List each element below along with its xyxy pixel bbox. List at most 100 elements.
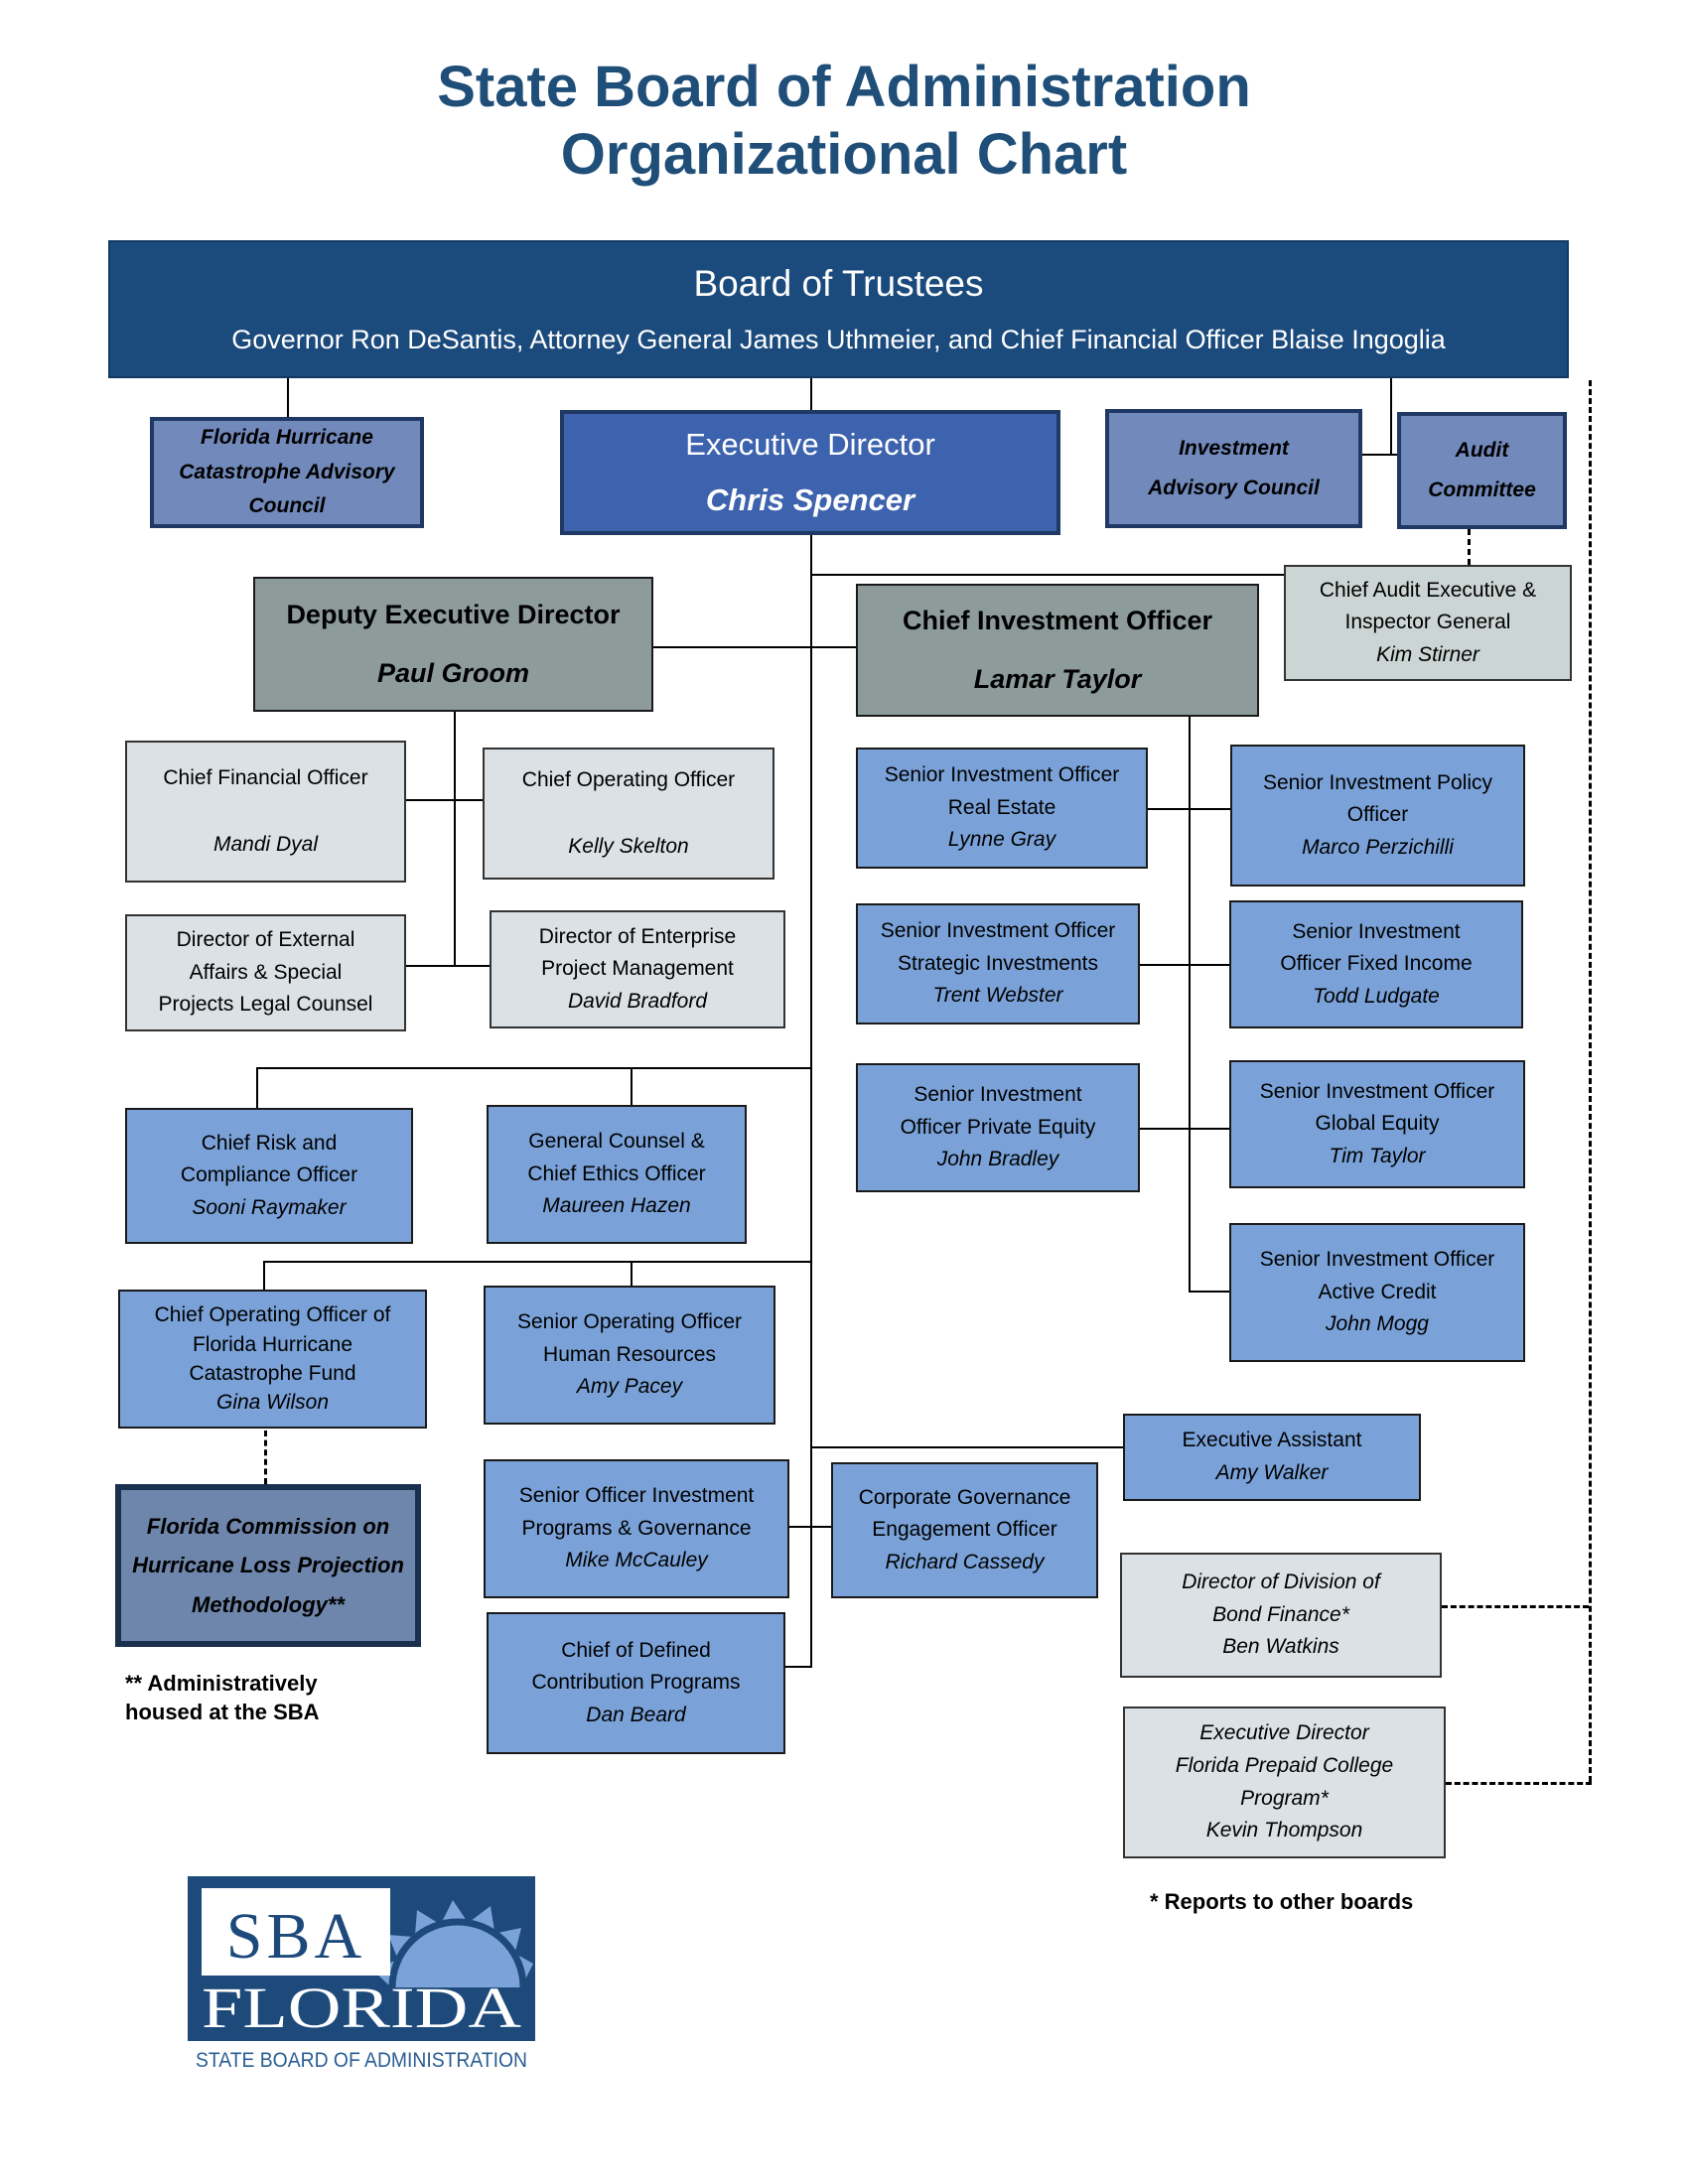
connector — [810, 378, 812, 410]
box-name: Mandi Dyal — [212, 832, 319, 856]
logo-sba-text: SBA — [226, 1900, 365, 1973]
box-line: Human Resources — [543, 1342, 716, 1366]
box-florida-hurricane-catastrophe-advisory-council: Florida Hurricane Catastrophe Advisory C… — [150, 417, 424, 528]
board-of-trustees-members: Governor Ron DeSantis, Attorney General … — [231, 325, 1446, 355]
logo-caption-text: STATE BOARD OF ADMINISTRATION — [196, 2049, 527, 2072]
box-coo-hurricane-catastrophe-fund: Chief Operating Officer of Florida Hurri… — [118, 1290, 427, 1429]
box-line: Florida Prepaid College — [1175, 1753, 1394, 1777]
box-investment-advisory-council: Investment Advisory Council — [1105, 409, 1362, 528]
box-chief-operating-officer: Chief Operating Officer Kelly Skelton — [483, 748, 774, 880]
box-title: Chief Financial Officer — [163, 765, 368, 789]
box-name: Kelly Skelton — [568, 834, 689, 858]
box-line: Chief Risk and — [201, 1131, 338, 1155]
box-sio-fixed-income: Senior Investment Officer Fixed Income T… — [1229, 900, 1523, 1028]
box-line: Senior Investment Officer — [884, 763, 1120, 787]
box-director-bond-finance: Director of Division of Bond Finance* Be… — [1120, 1553, 1442, 1678]
box-line: Executive Assistant — [1182, 1429, 1362, 1452]
box-director-external-affairs: Director of External Affairs & Special P… — [125, 914, 406, 1031]
box-name: Lamar Taylor — [973, 664, 1142, 694]
box-line: Senior Investment Policy — [1262, 770, 1493, 794]
dashed-connector-bond-finance — [1442, 1605, 1589, 1608]
box-title: Executive Director — [685, 427, 935, 463]
box-line: Global Equity — [1315, 1112, 1440, 1136]
box-executive-director: Executive Director Chris Spencer — [560, 410, 1060, 535]
connector — [810, 535, 812, 1668]
box-chief-audit-executive: Chief Audit Executive & Inspector Genera… — [1284, 565, 1572, 681]
dashed-connector-fhcf-to-commission — [264, 1431, 267, 1484]
box-line: Catastrophe Advisory — [179, 460, 395, 483]
box-florida-commission-hurricane-loss: Florida Commission on Hurricane Loss Pro… — [115, 1484, 421, 1647]
box-name: Amy Pacey — [576, 1375, 683, 1399]
box-line: Strategic Investments — [898, 951, 1098, 975]
box-line: Advisory Council — [1148, 477, 1320, 499]
box-line: Active Credit — [1318, 1280, 1437, 1303]
box-name: Todd Ludgate — [1313, 984, 1440, 1008]
box-sio-global-equity: Senior Investment Officer Global Equity … — [1229, 1060, 1525, 1188]
box-line: Director of External — [176, 928, 355, 952]
connector — [406, 799, 483, 801]
connector — [810, 1446, 1123, 1448]
box-sio-strategic-investments: Senior Investment Officer Strategic Inve… — [856, 903, 1140, 1024]
connector — [263, 1261, 810, 1263]
dashed-connector-prepaid — [1446, 1782, 1592, 1785]
connector — [256, 1067, 258, 1108]
box-executive-director-prepaid-college: Executive Director Florida Prepaid Colle… — [1123, 1706, 1446, 1858]
box-name: Chris Spencer — [705, 482, 915, 517]
box-name: Dan Beard — [586, 1703, 686, 1726]
box-line: Projects Legal Counsel — [158, 993, 373, 1017]
box-sio-real-estate: Senior Investment Officer Real Estate Ly… — [856, 748, 1148, 869]
board-of-trustees-banner: Board of Trustees Governor Ron DeSantis,… — [108, 240, 1569, 378]
connector — [631, 1067, 633, 1105]
box-deputy-executive-director: Deputy Executive Director Paul Groom — [253, 577, 653, 712]
box-line: Chief Ethics Officer — [527, 1161, 706, 1185]
box-line: Senior Investment Officer — [880, 919, 1116, 943]
box-sio-active-credit: Senior Investment Officer Active Credit … — [1229, 1223, 1525, 1362]
box-line: Florida Hurricane — [201, 426, 373, 450]
box-name: John Bradley — [936, 1148, 1059, 1171]
box-line: Project Management — [541, 957, 734, 981]
page-title-line1: State Board of Administration — [437, 55, 1251, 119]
connector — [631, 1261, 633, 1286]
box-line: Audit — [1455, 439, 1509, 463]
box-name: John Mogg — [1326, 1312, 1429, 1336]
connector — [1140, 964, 1229, 966]
connector — [1362, 454, 1397, 456]
box-line: Compliance Officer — [180, 1163, 358, 1187]
box-line: Officer Fixed Income — [1280, 952, 1473, 976]
box-line: Chief Audit Executive & — [1319, 578, 1537, 602]
box-line: Programs & Governance — [521, 1516, 752, 1540]
box-line: Council — [248, 494, 326, 518]
board-of-trustees-title: Board of Trustees — [693, 262, 984, 304]
connector — [1390, 378, 1392, 456]
dashed-connector-right-spine — [1589, 380, 1592, 1782]
box-title: Deputy Executive Director — [286, 599, 621, 629]
connector — [263, 1261, 265, 1290]
box-line: Program* — [1240, 1786, 1329, 1810]
connector — [406, 965, 490, 967]
box-line: Hurricane Loss Projection — [132, 1553, 404, 1578]
box-line: Chief Operating Officer of — [154, 1303, 391, 1327]
box-chief-risk-compliance: Chief Risk and Compliance Officer Sooni … — [125, 1108, 413, 1244]
connector — [810, 574, 1284, 576]
page-title-line2: Organizational Chart — [560, 122, 1128, 188]
connector — [1189, 717, 1191, 1293]
box-line: Director of Division of — [1182, 1570, 1380, 1594]
box-line: Senior Investment — [1292, 919, 1461, 943]
box-name: Paul Groom — [376, 658, 530, 688]
box-name: Trent Webster — [932, 984, 1063, 1008]
connector — [256, 1067, 810, 1069]
footnote-administratively-housed: ** Administratively housed at the SBA — [125, 1670, 320, 1726]
box-line: Inspector General — [1344, 611, 1511, 634]
box-line: Methodology** — [192, 1591, 345, 1617]
connector — [785, 1666, 812, 1668]
box-executive-assistant: Executive Assistant Amy Walker — [1123, 1414, 1421, 1501]
box-title: Chief Investment Officer — [902, 605, 1213, 635]
box-director-enterprise-project-management: Director of Enterprise Project Managemen… — [490, 910, 785, 1028]
box-name: Kim Stirner — [1376, 642, 1479, 666]
box-line: Officer Private Equity — [900, 1115, 1096, 1139]
box-line: Senior Investment Officer — [1259, 1079, 1495, 1103]
box-senior-operating-officer-hr: Senior Operating Officer Human Resources… — [484, 1286, 775, 1425]
connector — [454, 712, 456, 966]
connector — [1189, 1291, 1229, 1293]
